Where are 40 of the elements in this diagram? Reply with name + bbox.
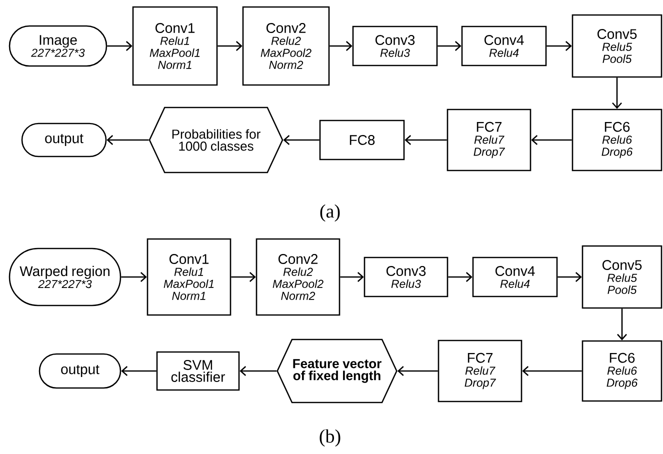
layer-box: Conv1 Relu1 MaxPool1 Norm1 (132, 6, 218, 86)
layer-box: Conv1 Relu1 MaxPool1 Norm1 (146, 238, 232, 316)
arrow (283, 135, 320, 145)
subfigure-caption: (a) (320, 204, 340, 222)
arrow (522, 366, 582, 376)
layer-box: Conv2 Relu2 MaxPool2 Norm2 (256, 238, 340, 316)
arrow (330, 41, 352, 51)
arrow (106, 135, 149, 145)
layer-box: Conv4 Relu4 (472, 256, 558, 298)
arrow (218, 41, 242, 51)
arrow (558, 272, 582, 282)
layer-box: SVM classifier (156, 351, 240, 391)
layer-box: FC6 Relu6 Drop6 (582, 340, 662, 402)
hexagon-box: Probabilities for 1000 classes (148, 106, 284, 174)
layer-box: FC7 Relu7 Drop7 (446, 108, 532, 172)
layer-box: Conv4 Relu4 (461, 26, 547, 66)
arrow (612, 78, 622, 109)
arrow (438, 41, 462, 51)
arrow (546, 41, 572, 51)
arrow (231, 272, 256, 282)
hexagon-box: Feature vector of fixed length (276, 338, 398, 404)
layer-box: Conv3 Relu3 (352, 26, 438, 66)
arrow (448, 272, 472, 282)
layer-box: FC7 Relu7 Drop7 (438, 340, 522, 402)
arrow (240, 366, 277, 376)
layer-box: FC8 (319, 120, 405, 160)
arrow (121, 272, 147, 282)
arrow (404, 135, 447, 145)
layer-box: Conv3 Relu3 (364, 256, 448, 298)
layer-box: FC6 Relu6 Drop6 (572, 108, 662, 172)
arrow (397, 366, 438, 376)
arrow (340, 272, 364, 282)
layer-box: Conv2 Relu2 MaxPool2 Norm2 (242, 6, 330, 86)
arrow (121, 366, 156, 376)
layer-box: Conv5 Relu5 Pool5 (572, 14, 662, 78)
arrow (531, 135, 572, 145)
subfigure-caption: (b) (320, 429, 340, 447)
layer-box: Conv5 Relu5 Pool5 (582, 245, 662, 309)
arrow (107, 41, 132, 51)
arrow (617, 308, 627, 340)
